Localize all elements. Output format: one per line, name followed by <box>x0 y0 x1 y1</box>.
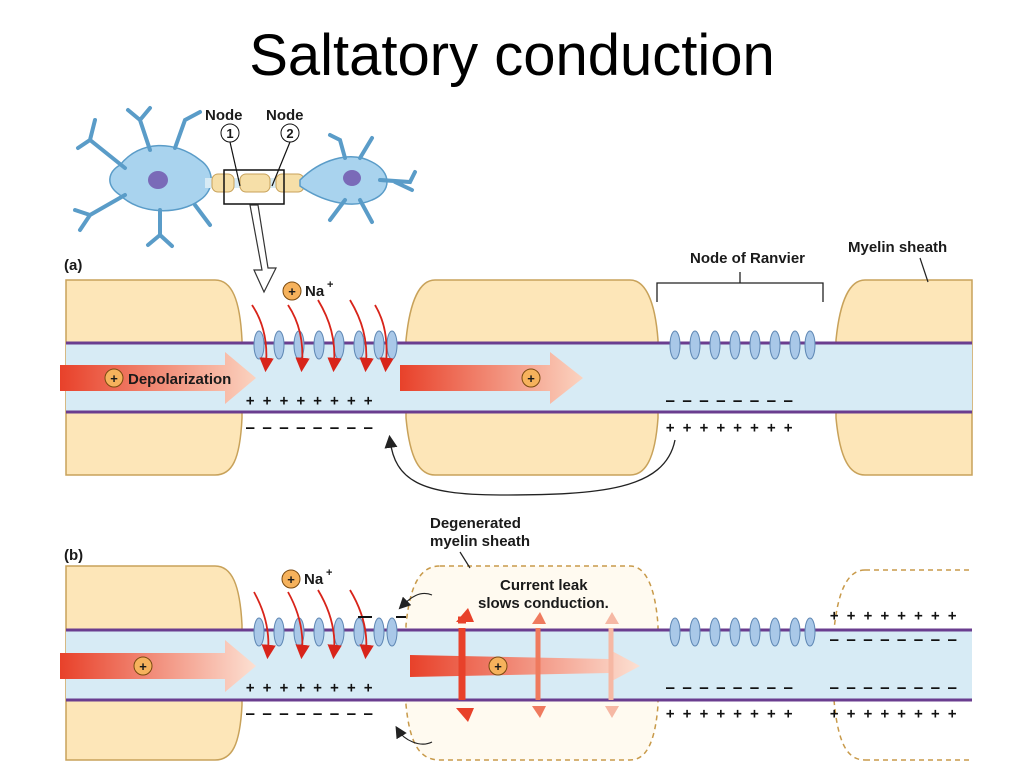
charges-minus-node2-a: – – – – – – – – <box>666 393 793 409</box>
leaking-current-arrow <box>410 650 640 682</box>
charges-plus-node3-bottom-b: + + + + + + + + <box>830 706 956 722</box>
depolarization-arrow <box>60 352 256 404</box>
leaking-current-plus: + <box>494 659 502 674</box>
node-of-ranvier-bracket <box>656 272 824 302</box>
node1-label: Node <box>205 107 243 124</box>
depolarization-label: Depolarization <box>128 371 231 388</box>
charges-plus-node1-a: + + + + + + + + <box>246 393 372 409</box>
charges-plus-node1-b: + + + + + + + + <box>246 680 372 696</box>
charges-plus-node3-top-b: + + + + + + + + <box>830 608 956 624</box>
charges-plus-node2-b: + + + + + + + + <box>666 706 792 722</box>
na-plus-circle-a: + <box>288 284 296 299</box>
leak-branches <box>456 608 619 722</box>
na-influx-arrows-b <box>253 589 374 660</box>
local-current-arrow-a <box>384 434 676 496</box>
charges-minus-node3-bottom-b: – – – – – – – – <box>830 680 957 696</box>
myelin-sheath-label: Myelin sheath <box>848 239 947 256</box>
node-of-ranvier-label: Node of Ranvier <box>690 250 805 267</box>
panel-a-letter: (a) <box>64 257 82 274</box>
na-sup-a: + <box>327 279 333 291</box>
node1-number: 1 <box>226 126 233 141</box>
slide-title: Saltatory conduction <box>249 23 775 88</box>
degenerated-label-line1: Degenerated <box>430 515 521 532</box>
depolarization-plus: + <box>110 371 118 386</box>
charges-minus-node1-a: – – – – – – – – <box>246 420 373 436</box>
panel-b: (b) + Na <box>60 515 972 761</box>
charges-minus-node2-b: – – – – – – – – <box>666 680 793 696</box>
current-arrow-left-b <box>60 640 256 692</box>
left-neuron <box>73 106 212 248</box>
current-leak-line2: slows conduction. <box>478 595 609 612</box>
degenerated-label-line2: myelin sheath <box>430 533 530 550</box>
na-label-b: Na <box>304 571 324 588</box>
current-arrow-a <box>400 352 583 404</box>
panel-b-letter: (b) <box>64 547 83 564</box>
return-arrow-bottom-b <box>395 725 433 745</box>
na-sup-b: + <box>326 567 332 579</box>
charges-minus-node1-b: – – – – – – – – <box>246 706 373 722</box>
current-arrow-plus-left-b: + <box>139 659 147 674</box>
return-arrow-top-b <box>398 592 433 610</box>
current-arrow-plus-a: + <box>527 371 535 386</box>
panel-a: (a) + N <box>60 239 973 496</box>
right-neuron <box>299 133 417 224</box>
na-plus-circle-b: + <box>287 572 295 587</box>
node2-number: 2 <box>286 126 293 141</box>
charges-minus-node3-top-b: – – – – – – – – <box>830 632 957 648</box>
inset-zoom-box <box>223 169 285 205</box>
charges-plus-node2-a: + + + + + + + + <box>666 420 792 436</box>
neuron-inset: Node 1 Node 2 <box>73 106 417 294</box>
zoom-arrow <box>249 204 277 294</box>
na-label-a: Na <box>305 283 325 300</box>
current-leak-line1: Current leak <box>500 577 588 594</box>
node2-label: Node <box>266 107 304 124</box>
na-influx-arrows-a <box>251 299 394 373</box>
